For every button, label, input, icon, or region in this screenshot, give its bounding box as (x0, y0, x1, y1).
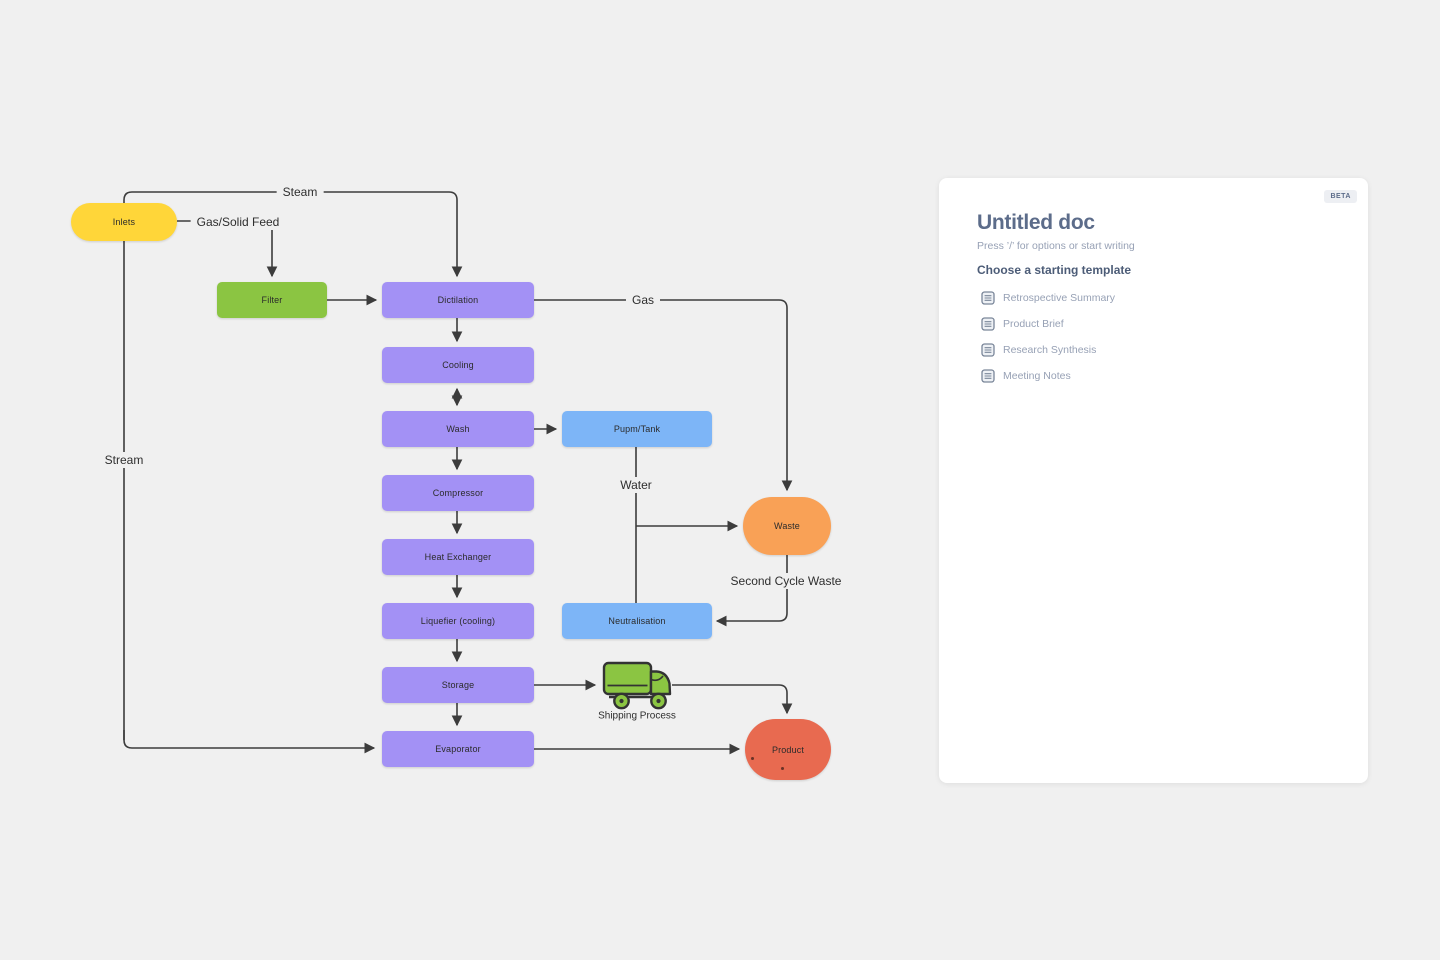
edge-stream-to-evaporator[interactable] (123, 730, 376, 754)
template-item-research-synthesis[interactable]: Research Synthesis (981, 337, 1115, 363)
document-icon (981, 343, 995, 357)
template-item-label: Meeting Notes (1003, 370, 1071, 382)
node-heat-exchanger[interactable]: Heat Exchanger (382, 539, 534, 575)
ink-dot (751, 757, 754, 760)
template-item-retrospective-summary[interactable]: Retrospective Summary (981, 285, 1115, 311)
edge-label-gas-solid-feed[interactable]: Gas/Solid Feed (190, 214, 286, 230)
node-pump-tank[interactable]: Pupm/Tank (562, 411, 712, 447)
templates-heading: Choose a starting template (977, 263, 1132, 277)
edge-waste-neutralisation[interactable] (715, 555, 788, 627)
doc-editor-placeholder[interactable]: Press ’/’ for options or start writing (977, 240, 1135, 252)
template-list: Retrospective Summary Product Brief Rese… (981, 285, 1115, 389)
edge-label-second-cycle-waste[interactable]: Second Cycle Waste (724, 573, 848, 589)
node-waste[interactable]: Waste (743, 497, 831, 555)
template-item-label: Retrospective Summary (1003, 292, 1116, 304)
edge-label-water[interactable]: Water (614, 477, 658, 493)
template-item-label: Product Brief (1003, 318, 1064, 330)
edge-label-gas[interactable]: Gas (625, 292, 661, 308)
node-product[interactable]: Product (745, 719, 831, 780)
edge-gas-to-waste[interactable] (534, 299, 793, 492)
edge-label-stream[interactable]: Stream (98, 452, 150, 468)
doc-title[interactable]: Untitled doc (977, 211, 1095, 234)
shipping-process-caption[interactable]: Shipping Process (598, 710, 676, 722)
node-inlets[interactable]: Inlets (71, 203, 177, 241)
edge-steam[interactable] (123, 191, 463, 740)
node-dictilation[interactable]: Dictilation (382, 282, 534, 318)
node-cooling[interactable]: Cooling (382, 347, 534, 383)
document-icon (981, 369, 995, 383)
ink-dot (781, 767, 784, 770)
document-icon (981, 317, 995, 331)
doc-panel[interactable]: BETA Untitled doc Press ’/’ for options … (939, 178, 1368, 783)
node-storage[interactable]: Storage (382, 667, 534, 703)
node-evaporator[interactable]: Evaporator (382, 731, 534, 767)
node-compressor[interactable]: Compressor (382, 475, 534, 511)
template-item-meeting-notes[interactable]: Meeting Notes (981, 363, 1115, 389)
edge-label-steam[interactable]: Steam (276, 184, 324, 200)
template-item-label: Research Synthesis (1003, 344, 1097, 356)
edge-truck-product[interactable] (672, 684, 793, 715)
node-liquefier[interactable]: Liquefier (cooling) (382, 603, 534, 639)
node-neutralisation[interactable]: Neutralisation (562, 603, 712, 639)
beta-badge: BETA (1324, 190, 1357, 203)
node-filter[interactable]: Filter (217, 282, 327, 318)
node-wash[interactable]: Wash (382, 411, 534, 447)
shipping-truck-icon[interactable] (601, 658, 673, 712)
template-item-product-brief[interactable]: Product Brief (981, 311, 1115, 337)
document-icon (981, 291, 995, 305)
